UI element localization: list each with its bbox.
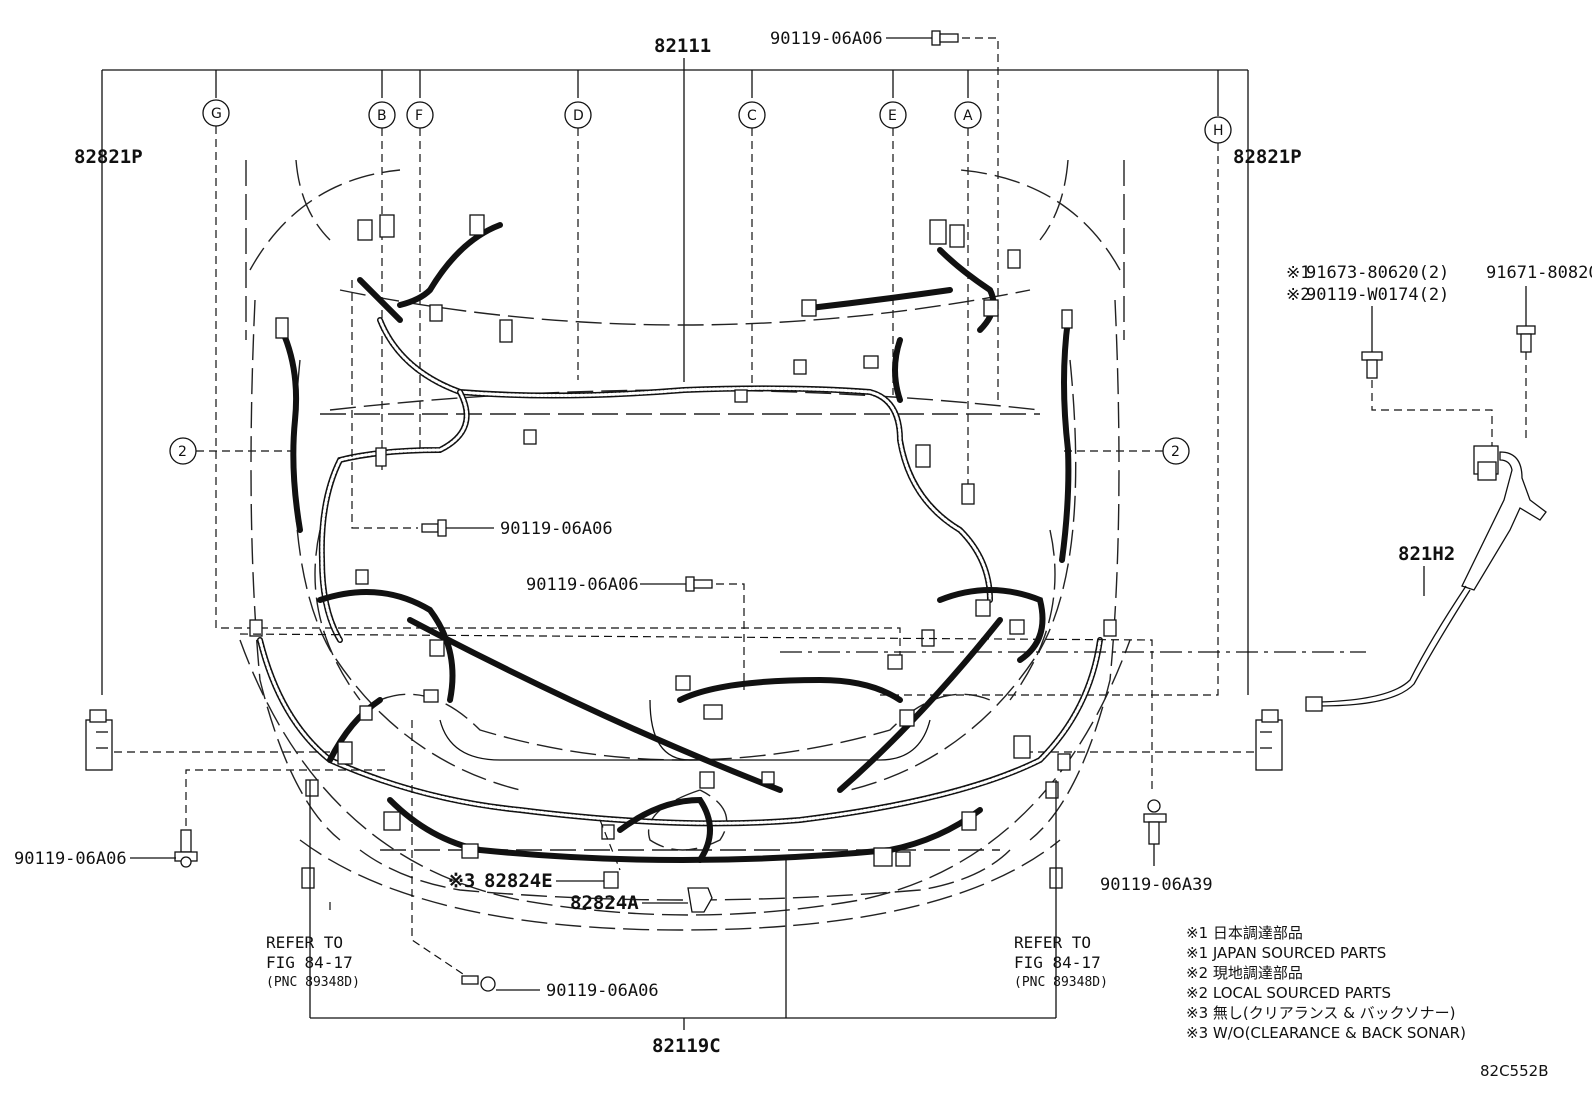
right-fasteners: ※1 91673-80620(2) ※2 90119-W0174(2) 9167…: [1286, 263, 1592, 448]
side-clamp-left-label: 82821P: [74, 146, 143, 168]
front-harness-bundle: [257, 587, 1103, 863]
clip-a-label: 82824A: [570, 892, 639, 914]
clip-e-label: 82824E: [484, 870, 553, 892]
main-harness-label: 82111: [654, 35, 711, 57]
bolt-icon: [685, 576, 713, 592]
center-bolt: 90119-06A06: [526, 575, 745, 690]
svg-text:91671-80820: 91671-80820: [1486, 263, 1592, 283]
main-harness-bundle: [279, 222, 1072, 643]
callout-b: B: [368, 101, 396, 129]
top-bracket: [101, 58, 1249, 695]
bottom-left-bolt-label: 90119-06A06: [14, 849, 127, 869]
svg-text:(PNC 89348D): (PNC 89348D): [266, 975, 360, 990]
top-bolt-label: 90119-06A06: [770, 29, 883, 49]
bottom-center-bolt: 90119-06A06: [461, 975, 659, 1001]
svg-text:REFER TO: REFER TO: [266, 933, 343, 952]
svg-text:(PNC 89348D): (PNC 89348D): [1014, 975, 1108, 990]
callout-leaders: [196, 126, 1219, 696]
svg-text:A: A: [963, 108, 973, 124]
callout-g: G: [202, 99, 230, 127]
clip-e-mark: ※3: [448, 870, 475, 892]
svg-text:B: B: [377, 108, 387, 124]
clip-82824a: 82824A: [570, 887, 713, 914]
bottom-right-bolt: 90119-06A39: [1100, 799, 1213, 895]
svg-text:90119-W0174(2): 90119-W0174(2): [1306, 285, 1449, 305]
vehicle-body-outline: [239, 159, 1131, 931]
mid-left-bolt: 90119-06A06: [351, 280, 613, 539]
bolt-icon: [421, 519, 447, 537]
bolt-icon: [174, 829, 198, 868]
note-1-en: ※1 JAPAN SOURCED PARTS: [1186, 944, 1386, 962]
note-2-en: ※2 LOCAL SOURCED PARTS: [1186, 984, 1391, 1002]
note-3-en: ※3 W/O(CLEARANCE & BACK SONAR): [1186, 1024, 1466, 1042]
bolt-icon: [931, 30, 959, 46]
figure-code: 82C552B: [1480, 1062, 1548, 1080]
svg-text:E: E: [888, 108, 897, 124]
svg-text:C: C: [747, 108, 757, 124]
callout-2-right: 2: [1162, 437, 1190, 465]
callout-a: A: [954, 101, 982, 129]
bottom-right-bolt-label: 90119-06A39: [1100, 875, 1213, 895]
callout-2-left: 2: [169, 437, 197, 465]
side-clamp-right-label: 82821P: [1233, 146, 1302, 168]
callout-h: H: [1204, 116, 1232, 144]
svg-text:2: 2: [1171, 444, 1180, 460]
callout-d: D: [564, 101, 592, 129]
svg-text:※1: ※1: [1286, 263, 1310, 283]
callout-c: C: [738, 101, 766, 129]
refer-left: REFER TO FIG 84-17 (PNC 89348D): [266, 933, 360, 990]
bolt-icon: [461, 975, 496, 992]
note-2-jp: ※2 現地調達部品: [1186, 964, 1303, 982]
bottom-harness-label: 82119C: [652, 1035, 721, 1057]
connectors: [249, 214, 1117, 889]
bottom-left-bolt: 90119-06A06: [14, 829, 198, 869]
svg-text:F: F: [415, 108, 423, 124]
svg-text:※2: ※2: [1286, 285, 1310, 305]
svg-text:D: D: [573, 108, 584, 124]
note-3-jp: ※3 無し(クリアランス & バックソナー): [1186, 1004, 1456, 1022]
notes: ※1 日本調達部品 ※1 JAPAN SOURCED PARTS ※2 現地調達…: [1186, 924, 1466, 1042]
svg-text:91673-80620(2): 91673-80620(2): [1306, 263, 1449, 283]
note-1-jp: ※1 日本調達部品: [1186, 924, 1303, 942]
svg-text:REFER TO: REFER TO: [1014, 933, 1091, 952]
refer-right: REFER TO FIG 84-17 (PNC 89348D): [1014, 933, 1108, 990]
bolt-icon: [1361, 351, 1383, 379]
clip-82824e: ※3 82824E: [448, 870, 619, 892]
bolt-icon: [1516, 325, 1536, 353]
svg-text:H: H: [1213, 123, 1224, 139]
bottom-bracket: 82119C: [309, 780, 1057, 1057]
guide-lines: [185, 633, 1366, 981]
mid-left-bolt-label: 90119-06A06: [500, 519, 613, 539]
clamp-right-icon: [1255, 709, 1283, 771]
clamp-left-icon: [85, 709, 113, 771]
center-bolt-label: 90119-06A06: [526, 575, 639, 595]
callout-f: F: [406, 101, 434, 129]
bottom-center-bolt-label: 90119-06A06: [546, 981, 659, 1001]
top-bolt: 90119-06A06: [770, 29, 999, 400]
right-sub-harness: 821H2: [1305, 445, 1547, 712]
svg-text:FIG 84-17: FIG 84-17: [1014, 953, 1101, 972]
callout-circles: G B F D C E A H 2 2: [169, 99, 1232, 465]
sub-harness-label: 821H2: [1398, 543, 1455, 565]
svg-text:2: 2: [178, 444, 187, 460]
bolt-icon: [1143, 799, 1167, 845]
svg-text:G: G: [211, 106, 222, 122]
callout-e: E: [879, 101, 907, 129]
